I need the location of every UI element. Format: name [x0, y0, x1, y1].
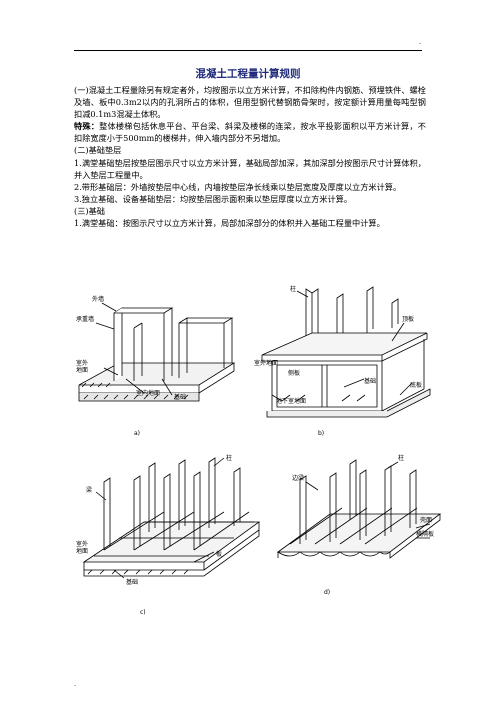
label-outdoor-ground-b: 室外地面	[254, 359, 278, 367]
figure-a-drawing: 外墙 承重墙 室外 地面 室内地面 基础 a)	[76, 295, 236, 437]
header-rule	[74, 50, 422, 51]
label-footing: 基础	[126, 578, 138, 586]
label-slab: 板	[216, 550, 222, 558]
figure-b: 柱 顶板 侧板 室外地面 基础 地下室地面 底板 b)	[252, 283, 432, 443]
label-bottom-slab: 底板	[410, 381, 422, 389]
figure-c: 梁 柱 室外 地面 板 基础 c)	[74, 452, 264, 622]
label-outdoor-ground: 室外	[76, 359, 88, 367]
figure-b-caption: b)	[318, 430, 324, 437]
label-column-d: 柱	[398, 454, 404, 462]
paragraph-cushion-3: 3.独立基础、设备基础垫层：均按垫层图示面积乘以垫层厚度以立方米计算。	[74, 193, 353, 204]
figure-d-caption: d)	[324, 589, 330, 596]
special-label: 特殊：	[74, 121, 100, 132]
figure-b-drawing: 柱 顶板 侧板 室外地面 基础 地下室地面 底板 b)	[254, 285, 431, 437]
label-shell: 壳面	[420, 516, 432, 524]
special-text: 整体楼梯包括休息平台、平台梁、斜梁及楼梯的连梁，按水平投影面积以平方米计算，不扣…	[74, 121, 426, 144]
heading-foundation: (三)基础	[74, 205, 105, 216]
figure-a-caption: a)	[134, 430, 140, 437]
figure-a: 外墙 承重墙 室外 地面 室内地面 基础 a)	[74, 283, 244, 443]
paragraph-foundation-1: 1.满堂基础：按图示尺寸以立方米计算，局部加深部分的体积并入基础工程量中计算。	[74, 218, 385, 229]
footer-mark: .	[74, 680, 77, 688]
label-column: 柱	[290, 285, 296, 293]
label-beam: 梁	[86, 486, 92, 494]
label-indoor-ground: 室内地面	[136, 389, 160, 397]
paragraph-special: 特殊：整体楼梯包括休息平台、平台梁、斜梁及楼梯的连梁，按水平投影面积以平方米计算…	[74, 120, 426, 144]
page-title: 混凝土工程量计算规则	[195, 68, 301, 80]
figure-c-drawing: 梁 柱 室外 地面 板 基础 c)	[76, 454, 261, 616]
paragraph-cushion-1: 1.满堂基础垫层按垫层图示尺寸以立方米计算，基础局部加深，其加深部分按图示尺寸计…	[74, 157, 426, 180]
label-transverse: 横隔板	[416, 530, 434, 538]
label-top-slab: 顶板	[402, 315, 414, 323]
label-side-wall: 侧板	[288, 369, 300, 377]
label-bearing-wall: 承重墙	[76, 315, 94, 323]
paragraph-concrete-general: (一)混凝土工程量除另有规定者外，均按图示以立方米计算，不扣除构件内钢筋、预埋铁…	[74, 85, 426, 120]
label-outdoor-ground-2: 地面	[76, 366, 88, 374]
body-text: (一)混凝土工程量除另有规定者外，均按图示以立方米计算，不扣除构件内钢筋、预埋铁…	[74, 84, 426, 229]
label-outer-wall: 外墙	[92, 295, 104, 303]
heading-cushion: (二)基础垫层	[74, 145, 122, 156]
header-mark: .	[419, 38, 422, 46]
label-column-c: 柱	[226, 454, 232, 462]
paragraph-cushion-2: 2.带形基础层：外墙按垫层中心线，内墙按垫层净长线乘以垫层宽度及厚度以立方米计算…	[74, 181, 402, 192]
label-outdoor-ground-c: 室外	[76, 540, 88, 548]
label-foundation: 基础	[174, 393, 186, 401]
label-edge-beam: 边梁	[292, 474, 304, 482]
label-basement-ground: 地下室地面	[276, 397, 306, 405]
figure-d-drawing: 边梁 柱 壳面 横隔板 d)	[276, 454, 442, 596]
figure-d: 边梁 柱 壳面 横隔板 d)	[270, 452, 445, 622]
figure-c-caption: c)	[140, 609, 146, 616]
label-outdoor-ground-c-2: 地面	[76, 547, 88, 555]
label-foundation-b: 基础	[364, 377, 376, 385]
